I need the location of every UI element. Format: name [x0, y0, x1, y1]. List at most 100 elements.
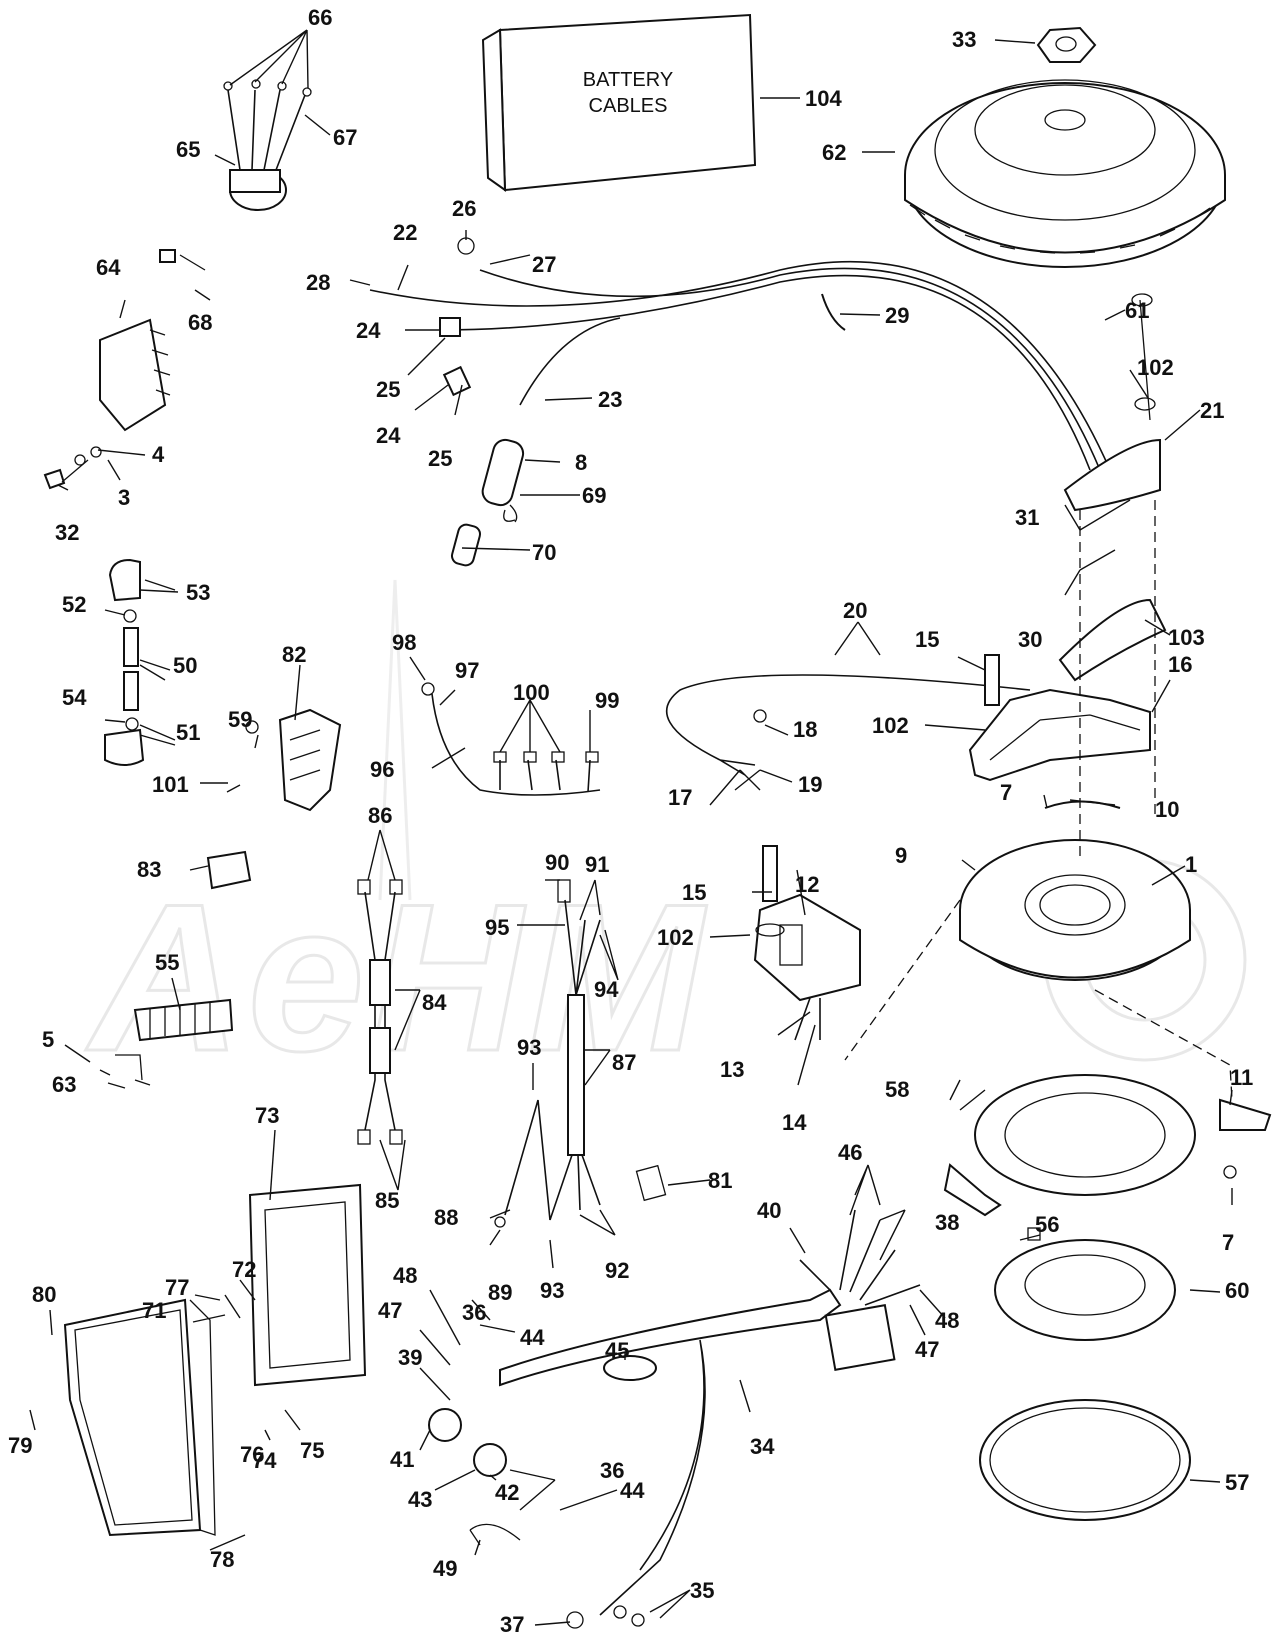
callout-label: 77	[165, 1275, 189, 1300]
callout-label: 50	[173, 653, 197, 678]
callout-label: 98	[392, 630, 416, 655]
lead-84	[357, 879, 403, 1145]
callout-label: 67	[333, 125, 357, 150]
callout-label: 9	[895, 843, 907, 868]
callout-label: 19	[798, 772, 822, 797]
callout-label: 102	[872, 713, 909, 738]
main-harness	[428, 1164, 921, 1629]
callout-label: 52	[62, 592, 86, 617]
callout-label: 65	[176, 137, 200, 162]
callout-label: 30	[1018, 627, 1042, 652]
callout-label: 79	[8, 1433, 32, 1458]
callout-label: 95	[485, 915, 509, 940]
callout-label: 96	[370, 757, 394, 782]
callout-label: 29	[885, 303, 909, 328]
callout-label: 70	[532, 540, 556, 565]
ignition-coil	[753, 845, 861, 1041]
screws-left	[43, 249, 206, 490]
battery-cables-line2: CABLES	[589, 95, 668, 117]
rectifier	[206, 708, 342, 890]
callout-label: 93	[540, 1278, 564, 1303]
callout-label: 47	[915, 1337, 939, 1362]
callout-label: 40	[757, 1198, 781, 1223]
callout-label: 75	[300, 1438, 324, 1463]
callout-label: 66	[308, 5, 332, 30]
callout-label: 48	[935, 1308, 959, 1333]
callout-label: 78	[210, 1547, 234, 1572]
callout-label: 82	[282, 642, 306, 667]
callout-label: 90	[545, 850, 569, 875]
callout-label: 93	[517, 1035, 541, 1060]
callout-label: 16	[1168, 652, 1192, 677]
callout-label: 51	[176, 720, 200, 745]
callout-label: 14	[782, 1110, 807, 1135]
callout-label: 21	[1200, 398, 1224, 423]
callout-label: 100	[513, 680, 550, 705]
callout-label: 57	[1225, 1470, 1249, 1495]
retainers	[943, 1074, 1272, 1521]
callout-label: 104	[805, 86, 842, 111]
callout-label: 38	[935, 1210, 959, 1235]
callout-label: 25	[428, 446, 452, 471]
callout-label: 71	[142, 1298, 166, 1323]
callout-label: 35	[690, 1578, 714, 1603]
callout-label: 48	[393, 1263, 417, 1288]
callout-label: 34	[750, 1434, 775, 1459]
cover-plates	[63, 1183, 367, 1537]
callout-label: 59	[228, 707, 252, 732]
callout-label: 55	[155, 950, 179, 975]
callout-label: 42	[495, 1480, 519, 1505]
callout-label: 74	[252, 1448, 277, 1473]
callout-label: 73	[255, 1103, 279, 1128]
callout-label: 32	[55, 520, 79, 545]
callout-label: 69	[582, 483, 606, 508]
callout-label: 102	[657, 925, 694, 950]
callout-label: 37	[500, 1612, 524, 1637]
callout-label: 33	[952, 27, 976, 52]
callout-label: 91	[585, 852, 609, 877]
callout-label: 54	[62, 685, 87, 710]
callout-label: 62	[822, 140, 846, 165]
callout-label: 53	[186, 580, 210, 605]
callout-label: 10	[1155, 797, 1179, 822]
callout-label: 101	[152, 772, 189, 797]
lead-87	[494, 879, 601, 1228]
flywheel	[904, 79, 1226, 268]
callout-label: 24	[356, 318, 381, 343]
callout-label: 39	[398, 1345, 422, 1370]
callout-label: 27	[532, 252, 556, 277]
callout-label: 11	[1230, 1065, 1253, 1090]
callout-label: 45	[605, 1338, 629, 1363]
fuse-holder	[450, 438, 525, 567]
callout-label: 26	[452, 196, 476, 221]
callout-label: 86	[368, 803, 392, 828]
hoses	[104, 558, 145, 766]
callout-label: 81	[708, 1168, 732, 1193]
callout-label: 20	[843, 598, 867, 623]
callout-label: 4	[152, 442, 165, 467]
callout-label: 28	[306, 270, 330, 295]
callout-label: 36	[462, 1300, 486, 1325]
callout-label: 88	[434, 1205, 458, 1230]
callout-label: 68	[188, 310, 212, 335]
callout-label: 3	[118, 485, 130, 510]
callout-label: 17	[668, 785, 692, 810]
callout-label: 76	[240, 1442, 264, 1467]
callout-label: 47	[378, 1298, 402, 1323]
callout-label: 97	[455, 658, 479, 683]
callout-label: 24	[376, 423, 401, 448]
terminal-block	[223, 79, 312, 211]
callout-label: 58	[885, 1077, 909, 1102]
callout-labels: 1 3 4 5 7 7 8 9 10 11 12 13 14 15 15 16 …	[8, 5, 1253, 1637]
callout-label: 102	[1137, 355, 1174, 380]
callout-label: 87	[612, 1050, 636, 1075]
terminal-strip	[99, 998, 234, 1086]
callout-label: 64	[96, 255, 121, 280]
callout-label: 23	[598, 387, 622, 412]
callout-label: 56	[1035, 1212, 1059, 1237]
callout-label: 92	[605, 1258, 629, 1283]
callout-label: 7	[1000, 780, 1012, 805]
flywheel-nut	[1036, 26, 1097, 63]
battery-cables-bag: BATTERY CABLES	[481, 13, 757, 192]
